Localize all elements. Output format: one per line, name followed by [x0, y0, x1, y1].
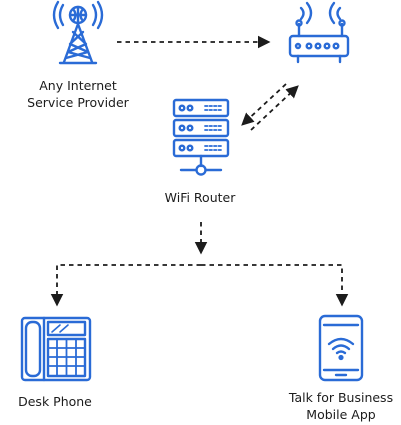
server-stack-icon [172, 98, 230, 176]
isp-label-line2: Service Provider [27, 95, 129, 110]
mobile-wifi-icon [318, 314, 364, 382]
mobile-app-label: Talk for Business Mobile App [281, 389, 401, 423]
radio-tower-icon [52, 0, 104, 65]
isp-label: Any Internet Service Provider [18, 77, 138, 111]
branch-to-mobile-app [201, 264, 349, 307]
router-to-modem-arrow [250, 85, 299, 131]
wifi-router-label: WiFi Router [164, 190, 236, 205]
desk-phone-label: Desk Phone [18, 394, 92, 409]
connectors [50, 35, 349, 307]
mobile-app-label-line1: Talk for Business [288, 390, 394, 405]
isp-label-line1: Any Internet [39, 78, 117, 93]
modem-to-router-arrow [241, 83, 287, 126]
mobile-app-label-line2: Mobile App [306, 407, 376, 422]
desk-phone-icon [20, 316, 92, 382]
modem-icon [288, 1, 350, 64]
branch-to-desk-phone [50, 264, 201, 307]
